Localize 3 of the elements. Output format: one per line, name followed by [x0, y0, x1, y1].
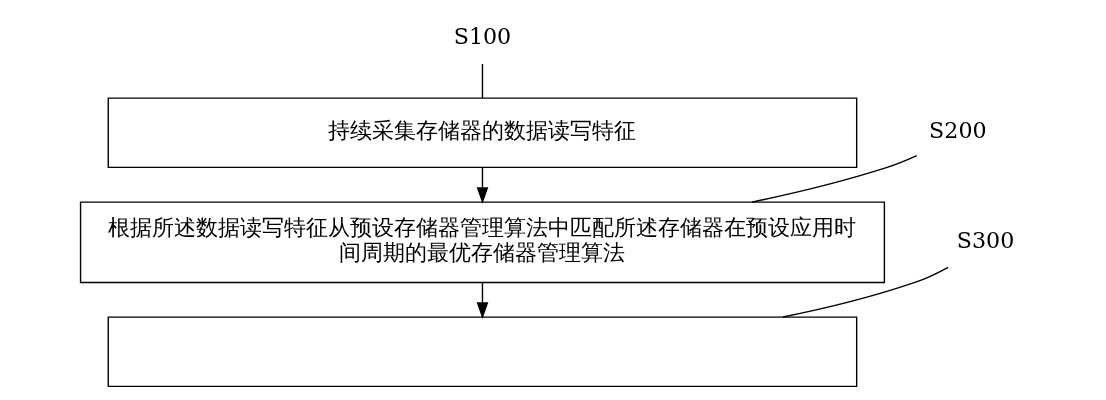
node-text: S200	[928, 117, 987, 144]
node-text: S100	[453, 22, 511, 49]
node-text: S300	[956, 226, 1014, 253]
